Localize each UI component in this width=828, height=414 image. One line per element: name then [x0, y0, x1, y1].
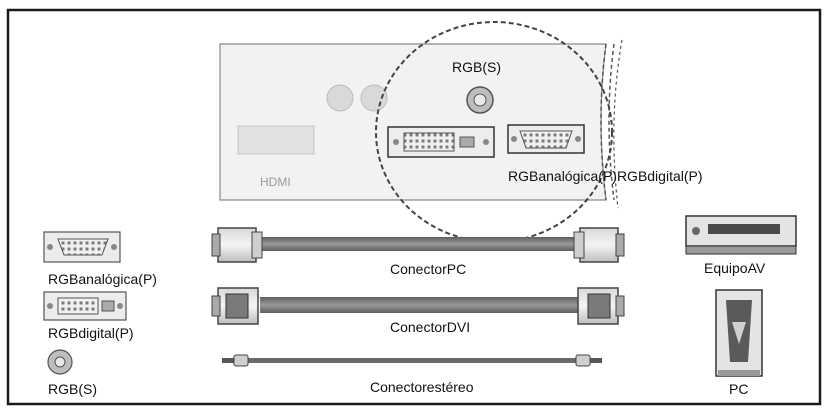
av-jack-icon — [360, 84, 388, 112]
panel-dvi-port-icon — [387, 126, 495, 158]
stereo-cable-label: Conectorestéreo — [370, 379, 474, 395]
pc-cable-icon — [211, 227, 625, 263]
av-equipment-label: EquipoAV — [704, 260, 766, 276]
pc-tower-icon — [715, 289, 763, 377]
stereo-cable-icon — [222, 354, 602, 367]
monitor-rear-panel: HDMI — [219, 39, 623, 209]
legend-vga-connector-icon — [43, 231, 121, 263]
hdmi-port-icon — [237, 125, 315, 155]
legend-dvi-connector-icon — [43, 291, 127, 321]
panel-analog-digital-label: RGBanalógica(P)RGBdigital(P) — [508, 168, 703, 184]
av-equipment-icon — [685, 215, 797, 255]
rgb-s-port-icon — [466, 86, 494, 114]
dvi-cable-label: ConectorDVI — [390, 319, 470, 335]
panel-rgb-s-label: RGB(S) — [452, 59, 501, 75]
hdmi-silkscreen-label: HDMI — [260, 175, 291, 189]
pc-cable-label: ConectorPC — [390, 261, 466, 277]
legend-rgb-s-label: RGB(S) — [48, 381, 97, 397]
pc-label: PC — [729, 381, 748, 397]
av-jack-icon — [326, 84, 354, 112]
panel-vga-port-icon — [507, 124, 585, 154]
legend-digital-label: RGBdigital(P) — [48, 325, 134, 341]
legend-analog-label: RGBanalógica(P) — [48, 271, 157, 287]
legend-rgb-s-connector-icon — [47, 349, 73, 375]
dvi-cable-icon — [211, 287, 625, 325]
